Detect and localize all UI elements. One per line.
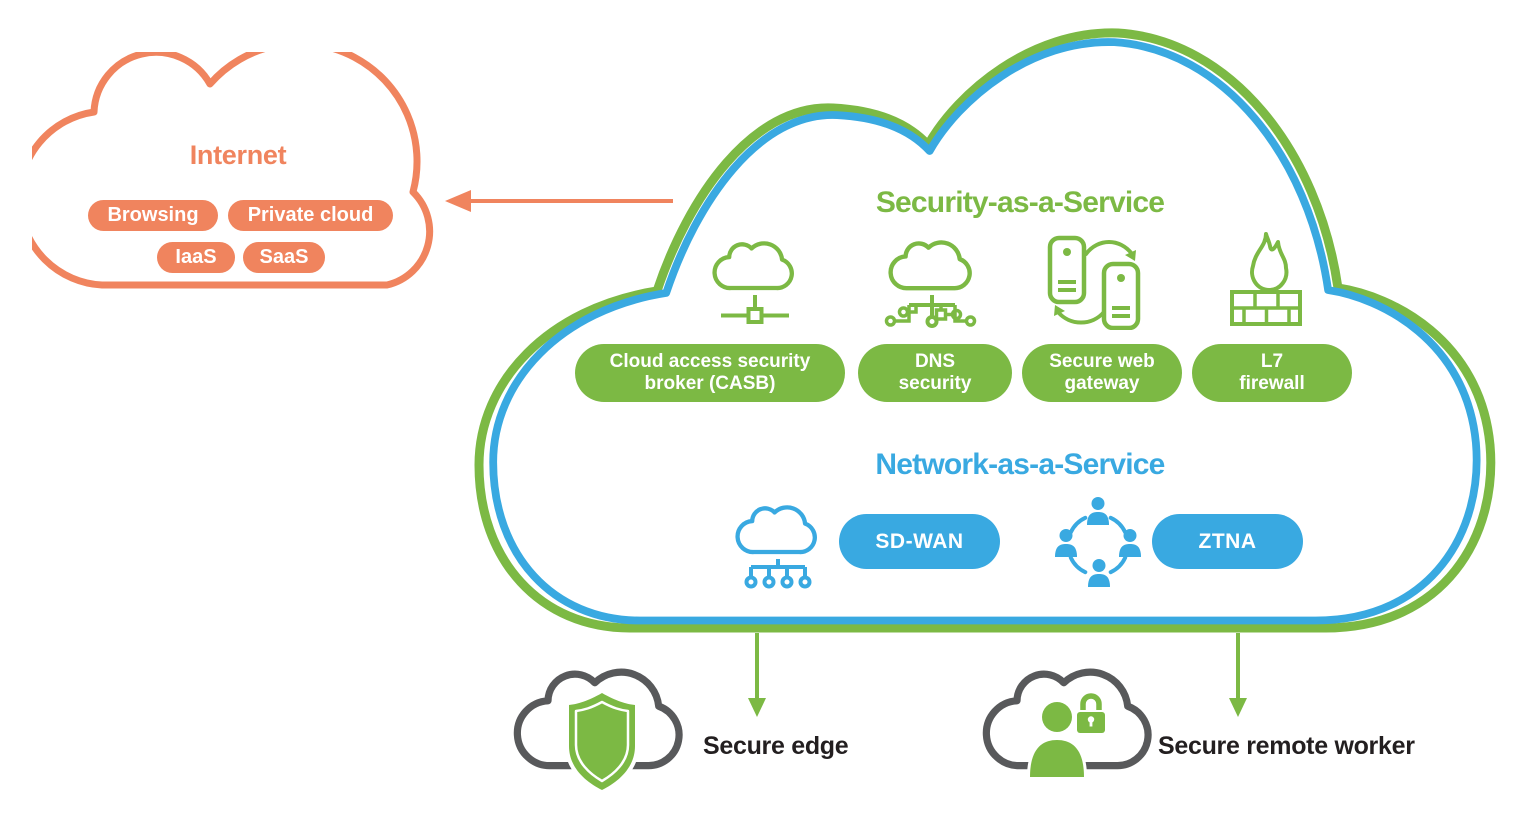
secure-edge-label: Secure edge (703, 732, 849, 760)
cloud-shield-icon (513, 668, 683, 794)
user-ring-icon (1055, 497, 1141, 587)
pill-sd-wan: SD-WAN (839, 514, 1000, 569)
internet-title: Internet (189, 140, 287, 170)
security-service-title: Security-as-a-Service (875, 186, 1165, 219)
firewall-flame-icon (1230, 232, 1302, 326)
cloud-circuit-icon (884, 240, 977, 328)
secure-remote-worker-arrow (1229, 633, 1247, 717)
internet-cloud-icon (32, 52, 434, 289)
sase-cloud-inner-blue (489, 38, 1481, 625)
internet-arrow (445, 190, 673, 212)
network-service-title: Network-as-a-Service (875, 448, 1165, 481)
internet-pill-private-cloud: Private cloud (228, 200, 393, 231)
cloud-branch-icon (735, 505, 817, 589)
pill-ztna: ZTNA (1152, 514, 1303, 569)
internet-pill-browsing: Browsing (88, 200, 218, 231)
pill-secure-web-gateway: Secure web gateway (1022, 344, 1182, 402)
cloud-endpoint-icon (712, 241, 794, 324)
internet-pill-saas: SaaS (243, 242, 325, 273)
cloud-user-lock-icon (982, 668, 1152, 780)
sase-cloud-outer-green (474, 28, 1496, 633)
pill-l7-firewall: L7 firewall (1192, 344, 1352, 402)
server-sync-icon (1047, 235, 1141, 330)
pill-dns-security: DNS security (858, 344, 1012, 402)
internet-pill-iaas: IaaS (157, 242, 235, 273)
pill-casb: Cloud access security broker (CASB) (575, 344, 845, 402)
secure-remote-worker-label: Secure remote worker (1158, 732, 1415, 760)
secure-edge-arrow (748, 633, 766, 717)
